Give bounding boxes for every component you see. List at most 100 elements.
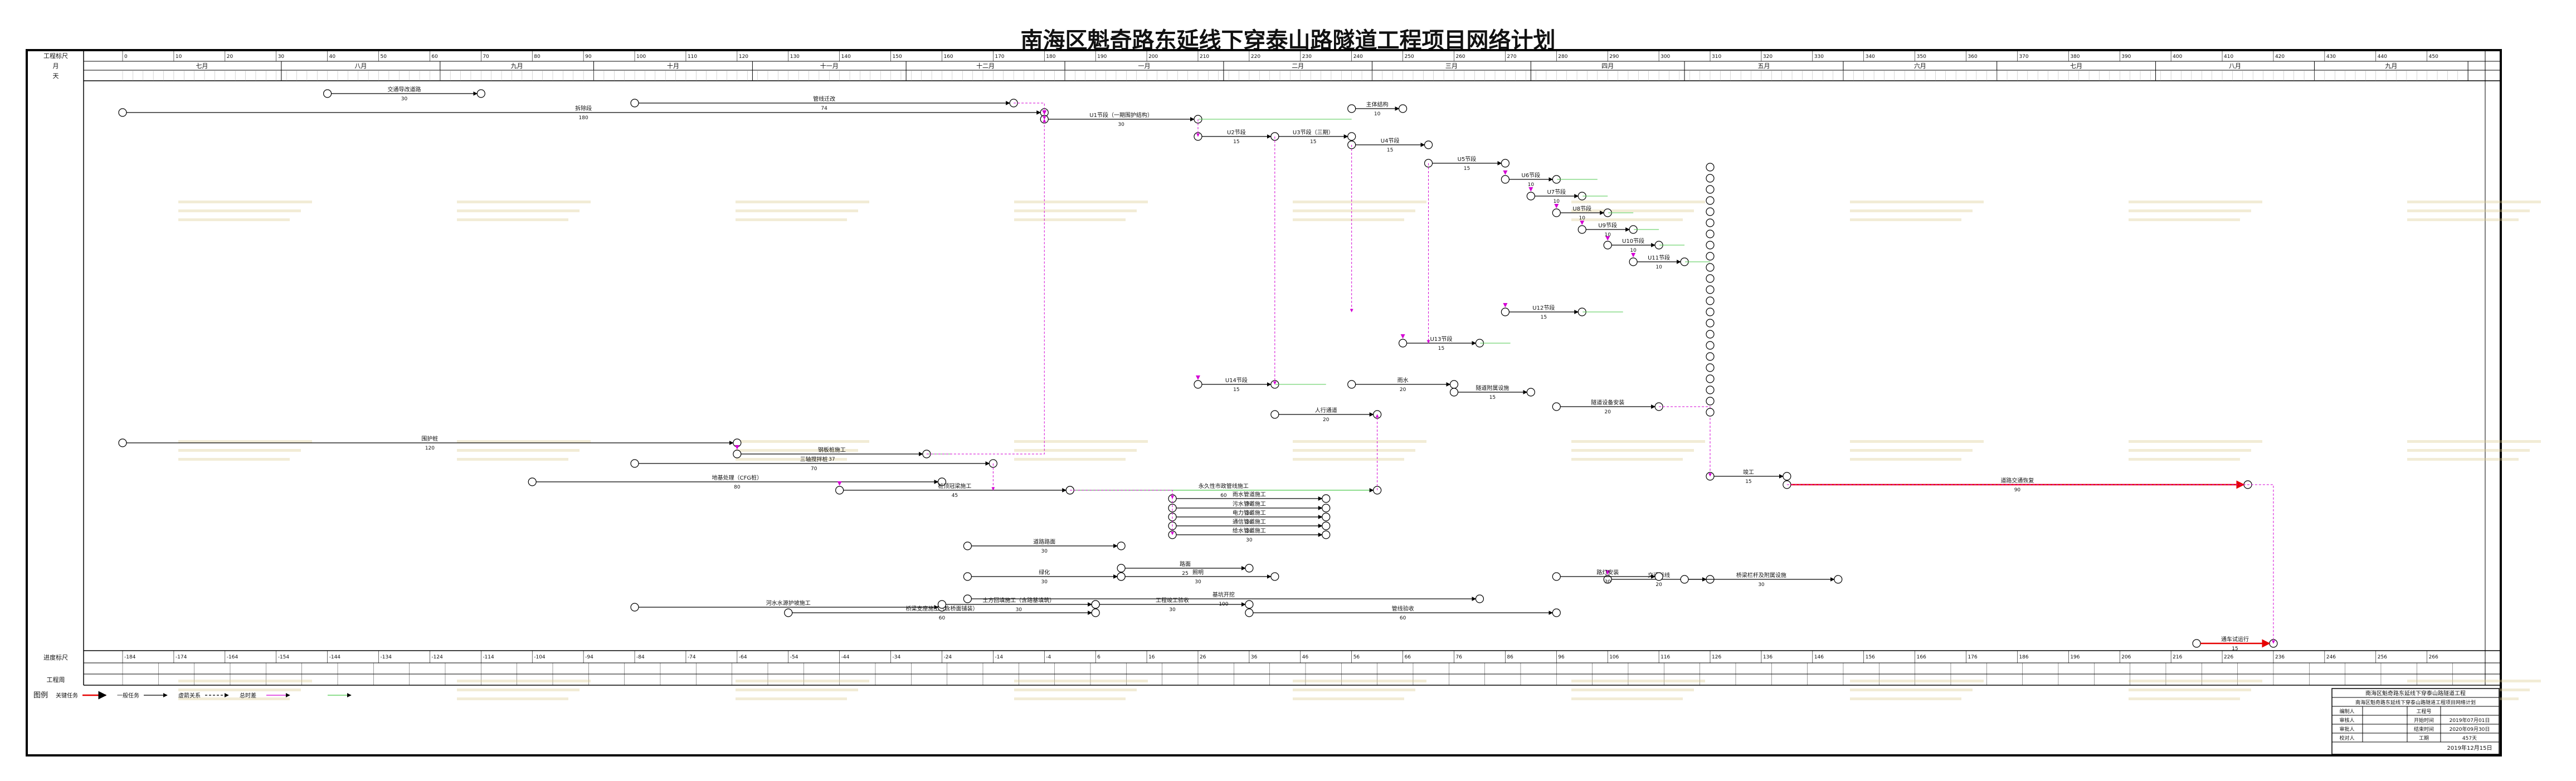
activity-label: 通信管道施工 [1233,518,1266,525]
activity-duration: 25 [1182,571,1188,577]
watermark-stripe [2407,209,2530,212]
event-node [1347,104,1356,113]
legend-item-label: 关键任务 [56,692,78,699]
watermark-stripe [2129,689,2251,691]
event-node [1552,608,1561,617]
scale-tick-label: 0 [124,54,128,60]
activity-duration: 30 [1041,549,1048,554]
event-node [630,99,639,108]
title-block-drawing: 南海区魁奇路东延线下穿泰山路隧道工程项目网络计划 [2355,699,2476,706]
watermark-stripe [1850,440,1984,443]
tb-value2: 2019年07月01日 [2450,717,2490,724]
activity-duration: 20 [1655,582,1662,588]
event-node [118,438,127,447]
progress-tick-label: 216 [2173,655,2182,660]
activity-label: 照明 [1192,569,1204,576]
activity-duration: 10 [1604,232,1611,238]
activity-label: U14节段 [1225,377,1248,384]
ftr-label-progress: 进度标尺 [43,653,68,661]
event-node [1706,363,1715,372]
activity-label: 土方回填施工（含路基填筑） [982,597,1055,604]
progress-tick-label: -54 [790,655,798,660]
watermark-stripe [736,201,869,203]
event-node [1706,319,1715,328]
watermark-stripe [1014,458,1126,461]
scale-tick-label: 190 [1097,54,1107,60]
activity-duration: 30 [1246,511,1253,516]
event-node [1783,472,1791,481]
event-node [1322,521,1331,530]
activity-duration: 74 [821,106,827,111]
event-node [118,108,127,117]
event-node [1577,225,1586,234]
watermark-stripe [178,689,301,691]
event-node [1091,608,1100,617]
month-label: 五月 [1758,62,1770,70]
event-node [1322,512,1331,521]
event-node [1706,397,1715,406]
scale-tick-label: 380 [2070,54,2080,60]
progress-tick-label: 106 [1609,655,1619,660]
watermark-stripe [1014,697,1126,700]
month-label: 九月 [511,62,523,70]
watermark-stripe [2129,440,2262,443]
month-label: 八月 [2229,62,2241,70]
progress-tick-label: 146 [1814,655,1824,660]
hdr-label-month: 月 [53,62,59,70]
scale-tick-label: 360 [1968,54,1978,60]
progress-tick-label: -74 [688,655,696,660]
title-block: 南海区魁奇路东延线下穿泰山路隧道工程 南海区魁奇路东延线下穿泰山路隧道工程项目网… [2331,688,2500,755]
float-marker [1605,570,1610,575]
scale-tick-label: 200 [1148,54,1158,60]
watermark-stripe [1571,458,1683,461]
watermark-stripe [1850,458,1961,461]
watermark-stripe [2129,458,2240,461]
activity-label: 绿化 [1039,569,1050,576]
scale-tick-label: 300 [1660,54,1670,60]
scale-tick-label: 250 [1405,54,1414,60]
event-node [1398,339,1408,348]
event-node [476,89,485,98]
watermark-stripe [1014,440,1148,443]
scale-tick-label: 120 [739,54,748,60]
activity-duration: 120 [425,446,435,451]
activity-label: 隧道附属设施 [1476,384,1509,392]
scale-tick-label: 30 [278,54,285,60]
scale-tick-label: 10 [176,54,182,60]
progress-tick-label: -44 [841,655,850,660]
activity-label: 拆除段 [575,105,592,112]
activity-label: 桩顶冠梁施工 [938,482,971,490]
tb-value2: 2020年09月30日 [2450,726,2490,733]
event-node [1117,541,1126,550]
event-node [1706,408,1715,417]
legend-item-label: 总时差 [240,692,256,699]
activity-duration: 15 [1233,139,1239,145]
event-node [1706,174,1715,183]
activity-label: U7节段 [1547,188,1566,196]
watermark-stripe [1014,689,1137,691]
progress-tick-label: -114 [483,655,494,660]
watermark-stripe [1850,689,1973,691]
float-marker [1605,236,1610,241]
month-label: 九月 [2385,62,2397,70]
hdr-label-scale: 工程标尺 [43,52,68,60]
month-label: 一月 [1138,62,1150,70]
event-node [1168,530,1177,539]
event-node [1706,307,1715,316]
event-node [1194,380,1202,389]
progress-tick-label: 186 [2019,655,2028,660]
activity-duration: 30 [1246,501,1253,507]
watermark-stripe [457,689,580,691]
event-node [2192,639,2201,648]
float-marker [1400,334,1405,339]
watermark-stripe [736,218,847,221]
legend-item-label: 一般任务 [117,692,139,699]
progress-tick-label: 156 [1866,655,1875,660]
event-node [1501,175,1510,184]
tb-label2: 工期 [2419,735,2429,741]
float-marker [1580,221,1585,225]
event-node [1091,600,1100,609]
watermark-stripe [2407,218,2519,221]
month-label: 十月 [667,62,679,70]
event-node [1706,296,1715,305]
